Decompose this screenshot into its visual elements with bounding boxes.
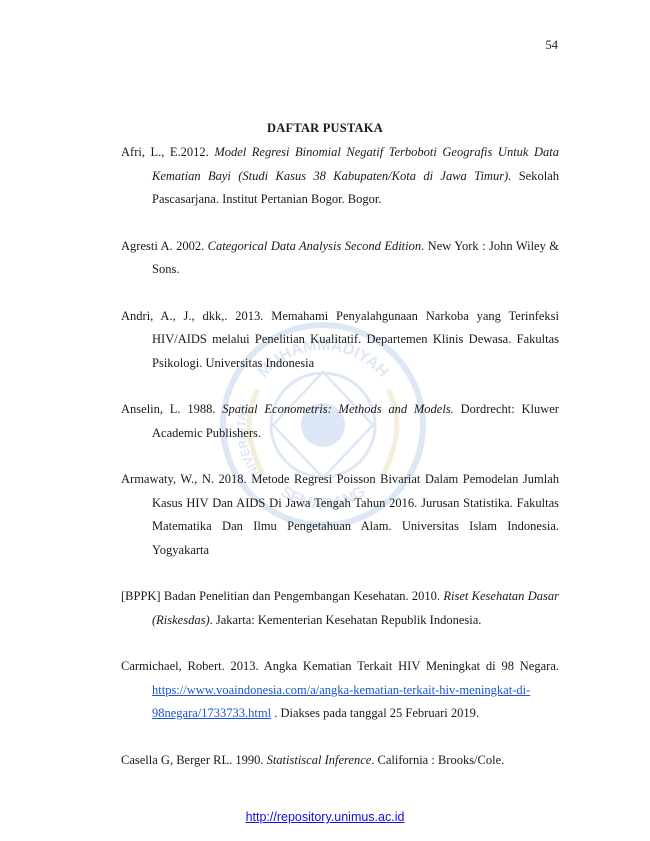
reference-link[interactable]: https://www.voaindonesia.com/a/angka-kem… xyxy=(152,682,531,721)
reference-entry: Carmichael, Robert. 2013. Angka Kematian… xyxy=(121,655,559,726)
reference-text: Dordrecht: Kluwer Academic Publishers. xyxy=(152,402,559,440)
reference-text: Carmichael, Robert. 2013. Angka Kematian… xyxy=(121,659,559,673)
reference-text: Casella G, Berger RL. 1990. xyxy=(121,752,267,767)
reference-text: . New York : John Wiley & Sons. xyxy=(152,238,560,277)
reference-text: . California : Brooks/Cole. xyxy=(371,752,505,767)
reference-text: Andri, A., J., dkk,. 2013. Memahami Peny… xyxy=(121,308,559,370)
reference-text: [BPPK] Badan Penelitian dan Pengembangan… xyxy=(121,589,444,603)
reference-entry: Afri, L., E.2012. Model Regresi Binomial… xyxy=(121,141,559,212)
reference-entry: Armawaty, W., N. 2018. Metode Regresi Po… xyxy=(121,468,559,562)
repository-link[interactable]: http://repository.unimus.ac.id xyxy=(245,810,405,824)
reference-title: Spatial Econometris: Methods and Models. xyxy=(222,402,454,416)
reference-entry: Agresti A. 2002. Categorical Data Analys… xyxy=(121,235,559,282)
reference-text: Anselin, L. 1988. xyxy=(121,402,223,416)
reference-title: Riset Kesehatan Dasar (Riskesdas) xyxy=(152,589,559,627)
reference-entry: Casella G, Berger RL. 1990. Statistiscal… xyxy=(121,749,559,773)
reference-entry: Andri, A., J., dkk,. 2013. Memahami Peny… xyxy=(121,305,559,376)
reference-text: . Jakarta: Kementerian Kesehatan Republi… xyxy=(209,612,482,627)
reference-title: Statistiscal Inference xyxy=(266,752,372,767)
university-seal-watermark: MUHAMMADIYAH UNIVERSITAS SEMARANG xyxy=(220,322,426,528)
reference-list: Afri, L., E.2012. Model Regresi Binomial… xyxy=(121,141,559,772)
footer: http://repository.unimus.ac.id xyxy=(0,810,650,824)
reference-entry: Anselin, L. 1988. Spatial Econometris: M… xyxy=(121,398,559,445)
reference-title: Categorical Data Analysis Second Edition xyxy=(207,238,422,253)
page-title: DAFTAR PUSTAKA xyxy=(267,121,383,135)
page-number: 54 xyxy=(545,38,559,52)
reference-text: Afri, L., E.2012. xyxy=(121,145,215,159)
reference-text: Armawaty, W., N. 2018. Metode Regresi Po… xyxy=(121,472,559,557)
reference-text: . Diakses pada tanggal 25 Februari 2019. xyxy=(271,706,480,720)
reference-entry: [BPPK] Badan Penelitian dan Pengembangan… xyxy=(121,585,559,632)
reference-title: Model Regresi Binomial Negatif Terboboti… xyxy=(152,145,559,183)
reference-text: Sekolah Pascasarjana. Institut Pertanian… xyxy=(152,168,559,207)
reference-text: Agresti A. 2002. xyxy=(121,238,208,253)
